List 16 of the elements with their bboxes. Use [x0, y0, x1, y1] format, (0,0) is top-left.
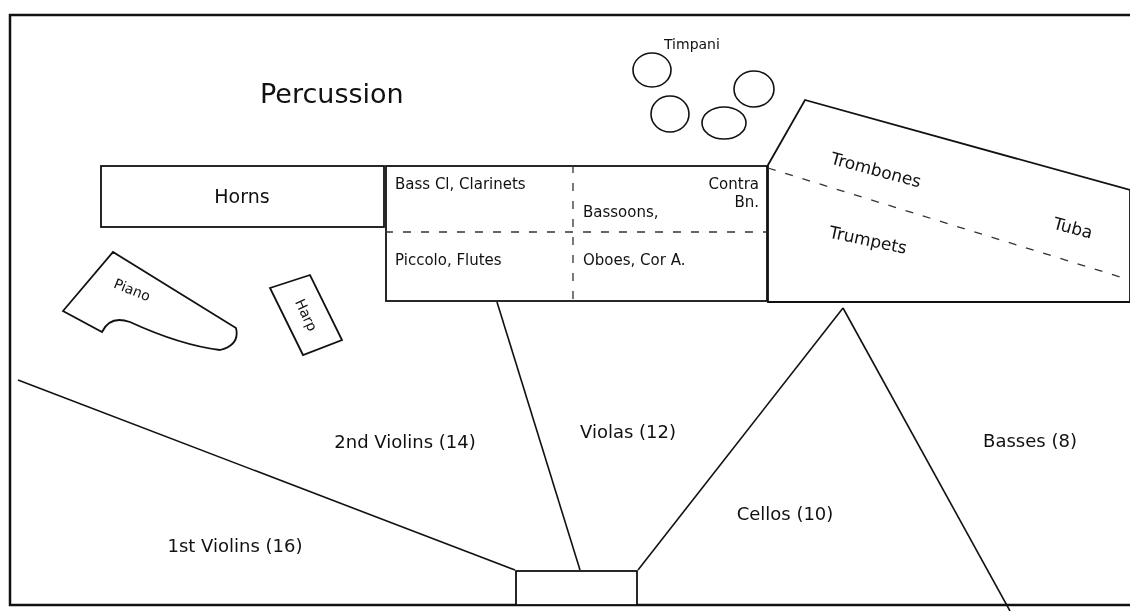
section-label: Contra Bn.: [707, 175, 759, 211]
section-label: Piccolo, Flutes: [395, 251, 502, 269]
section-label: Harp: [291, 296, 321, 334]
section-label: Basses (8): [980, 427, 1080, 454]
section-label: Percussion: [260, 78, 404, 111]
section-label: Timpani: [664, 36, 720, 53]
section-label: Piano: [111, 275, 153, 305]
section-label: 1st Violins (16): [130, 532, 340, 559]
section-label: Tuba: [1051, 213, 1095, 243]
section-label: 2nd Violins (14): [330, 428, 480, 455]
section-label: Violas (12): [578, 418, 678, 445]
section-label: Oboes, Cor A.: [583, 251, 686, 269]
section-label: Bassoons,: [583, 203, 659, 221]
section-label: Horns: [214, 184, 270, 208]
section-label: Bass Cl, Clarinets: [395, 175, 527, 193]
section-label: Cellos (10): [735, 500, 835, 527]
